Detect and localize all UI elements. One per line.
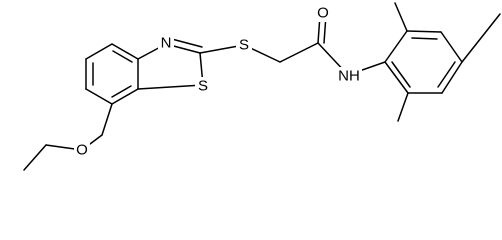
mesityl-ring-bonds xyxy=(384,2,501,122)
atom-n-thiazole: N xyxy=(158,34,174,52)
atom-label-n: N xyxy=(161,35,172,52)
ethoxy-bonds xyxy=(23,103,113,171)
chemical-structure-diagram: N S S O NH O xyxy=(23,2,501,171)
atom-o-carbonyl: O xyxy=(315,4,331,22)
side-chain-bonds xyxy=(199,14,386,76)
atom-label-o-ether: O xyxy=(76,142,88,159)
atom-s-thiazole: S xyxy=(195,77,211,95)
atom-nh-amide: NH xyxy=(336,67,362,85)
atom-label-s-linker: S xyxy=(239,37,249,54)
benzene-ring-bonds xyxy=(85,43,139,105)
atom-label-nh: NH xyxy=(338,68,360,85)
atom-label-s-ring: S xyxy=(198,78,208,95)
atom-s-thioether: S xyxy=(236,36,252,54)
atom-o-ether: O xyxy=(74,141,90,159)
atom-label-o-carbonyl: O xyxy=(317,5,329,22)
